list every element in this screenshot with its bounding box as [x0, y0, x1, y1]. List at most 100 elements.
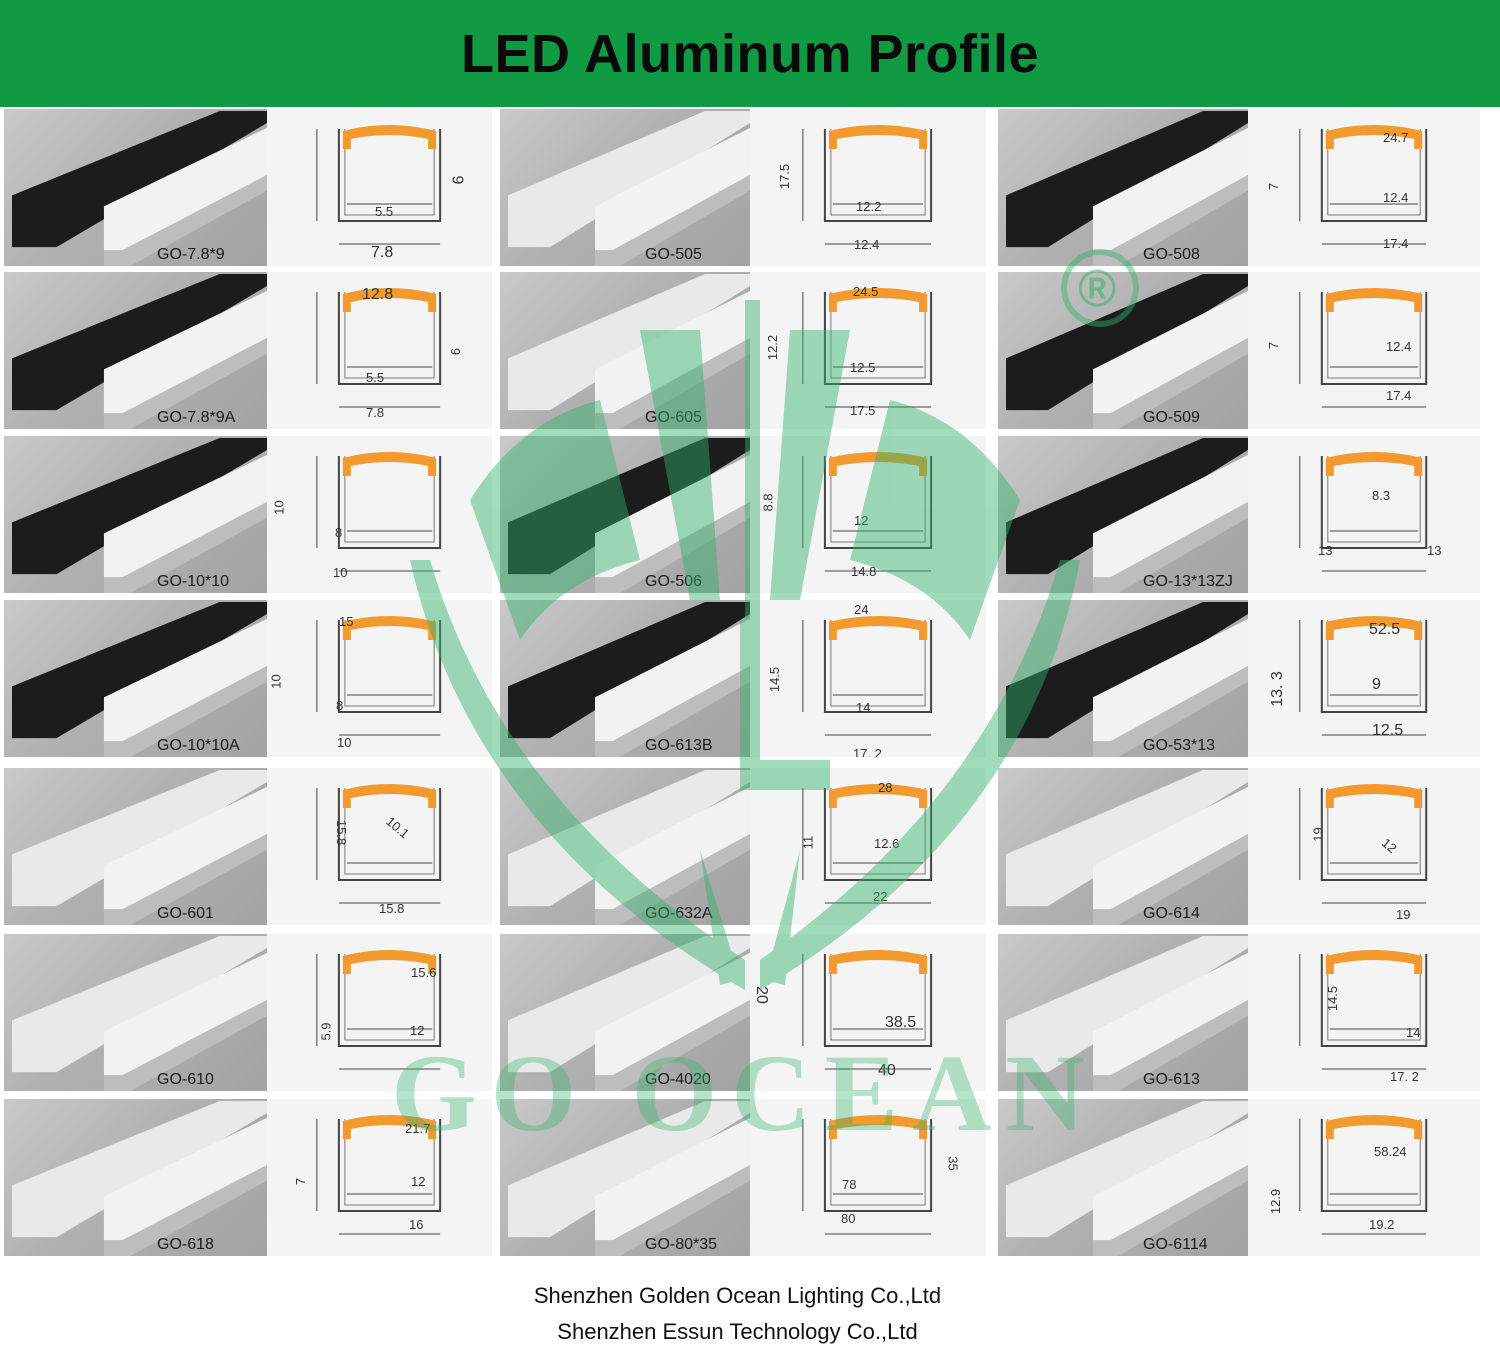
- dimension-label: 17. 2: [1390, 1069, 1419, 1084]
- profile-extrusion-icon: [12, 602, 267, 757]
- product-photo: GO-508: [998, 109, 1248, 266]
- section-outline-icon: [316, 616, 442, 736]
- diffuser-cover-icon: [342, 452, 437, 476]
- profile-extrusion-icon: [12, 936, 267, 1091]
- product-photo: GO-10*10A: [4, 600, 267, 757]
- dimension-label: 13. 3: [1268, 671, 1286, 707]
- dimension-label: 22: [873, 889, 888, 904]
- model-number: GO-601: [157, 905, 214, 922]
- dimension-label: 19: [1396, 907, 1411, 922]
- dimension-label: 15: [339, 614, 354, 629]
- dimension-label: 10: [337, 735, 352, 750]
- section-outline-icon: [1299, 452, 1428, 572]
- diffuser-cover-icon: [342, 616, 437, 640]
- model-number: GO-13*13ZJ: [1143, 573, 1233, 590]
- dimension-label: 12: [411, 1174, 426, 1189]
- dimension-label: 14.8: [851, 564, 877, 579]
- dimension-label: 58.24: [1374, 1144, 1407, 1159]
- diffuser-cover-icon: [1325, 784, 1423, 808]
- dimension-label: 5.5: [366, 370, 385, 385]
- dimension-label: 7: [293, 1177, 309, 1186]
- dimension-label: 13: [1427, 543, 1442, 558]
- product-photo: GO-610: [4, 934, 267, 1091]
- product-photo: GO-632A: [500, 768, 750, 925]
- product-photo: GO-509: [998, 272, 1248, 429]
- dimension-label: 19: [1310, 827, 1326, 842]
- diffuser-cover-icon: [342, 950, 437, 974]
- dimension-label: 20: [752, 986, 770, 1004]
- dimension-label: 15.8: [379, 901, 405, 916]
- section-outline-icon: [316, 784, 442, 904]
- dimension-label: 12.5: [850, 360, 876, 375]
- dimension-label: 8: [336, 698, 344, 713]
- section-outline-icon: [316, 452, 442, 572]
- section-outline-icon: [1299, 288, 1428, 408]
- dimension-label: 12.4: [1386, 339, 1412, 354]
- diffuser-cover-icon: [342, 1115, 437, 1139]
- product-photo: GO-10*10: [4, 436, 267, 593]
- page-title: LED Aluminum Profile: [460, 23, 1040, 84]
- dimension-label: 12.8: [362, 286, 394, 303]
- dimension-label: 24.5: [853, 284, 879, 299]
- profile-extrusion-icon: [508, 936, 750, 1091]
- product-photo: GO-506: [500, 436, 750, 593]
- diffuser-cover-icon: [828, 125, 928, 149]
- profile-extrusion-icon: [1006, 936, 1248, 1091]
- profile-extrusion-icon: [1006, 274, 1248, 429]
- dimension-label: 13: [1318, 543, 1333, 558]
- model-number: GO-506: [645, 573, 702, 590]
- dimension-label: 12.2: [765, 334, 781, 361]
- dimension-label: 7.8: [366, 405, 385, 420]
- model-number: GO-614: [1143, 905, 1200, 922]
- section-outline-icon: [316, 1115, 442, 1235]
- profile-extrusion-icon: [508, 274, 750, 429]
- company-name-2: Shenzhen Essun Technology Co.,Ltd: [557, 1319, 918, 1344]
- dimension-label: 7: [1266, 341, 1282, 350]
- product-photo: GO-7.8*9: [4, 109, 267, 266]
- profile-extrusion-icon: [1006, 602, 1248, 757]
- dimension-label: 14.5: [767, 666, 783, 693]
- diffuser-cover-icon: [342, 288, 437, 312]
- model-number: GO-505: [645, 246, 702, 263]
- profile-extrusion-icon: [12, 770, 267, 925]
- diffuser-cover-icon: [1325, 616, 1423, 640]
- dimension-label: 12: [410, 1023, 425, 1038]
- diffuser-cover-icon: [342, 784, 437, 808]
- dimension-label: 11: [800, 835, 816, 850]
- dimension-label: 78: [842, 1177, 857, 1192]
- dimension-label: 17.5: [850, 403, 876, 418]
- profile-extrusion-icon: [508, 438, 750, 593]
- diffuser-cover-icon: [828, 950, 928, 974]
- section-outline-icon: [1299, 784, 1428, 904]
- product-photo: GO-6114: [998, 1099, 1248, 1256]
- dimension-label: 5.5: [375, 204, 394, 219]
- profile-extrusion-icon: [1006, 1101, 1248, 1256]
- model-number: GO-508: [1143, 246, 1200, 263]
- dimension-label: 10: [268, 674, 284, 689]
- diffuser-cover-icon: [828, 1115, 928, 1139]
- section-outline-icon: [802, 288, 933, 408]
- product-photo: GO-614: [998, 768, 1248, 925]
- diffuser-cover-icon: [1325, 1115, 1423, 1139]
- dimension-label: 12.9: [1268, 1188, 1284, 1215]
- diffuser-cover-icon: [1325, 288, 1423, 312]
- profile-extrusion-icon: [508, 1101, 750, 1256]
- profile-extrusion-icon: [1006, 770, 1248, 925]
- model-number: GO-613: [1143, 1071, 1200, 1088]
- model-number: GO-80*35: [645, 1236, 718, 1253]
- section-outline-icon: [1299, 125, 1428, 245]
- section-outline-icon: [1299, 1115, 1428, 1235]
